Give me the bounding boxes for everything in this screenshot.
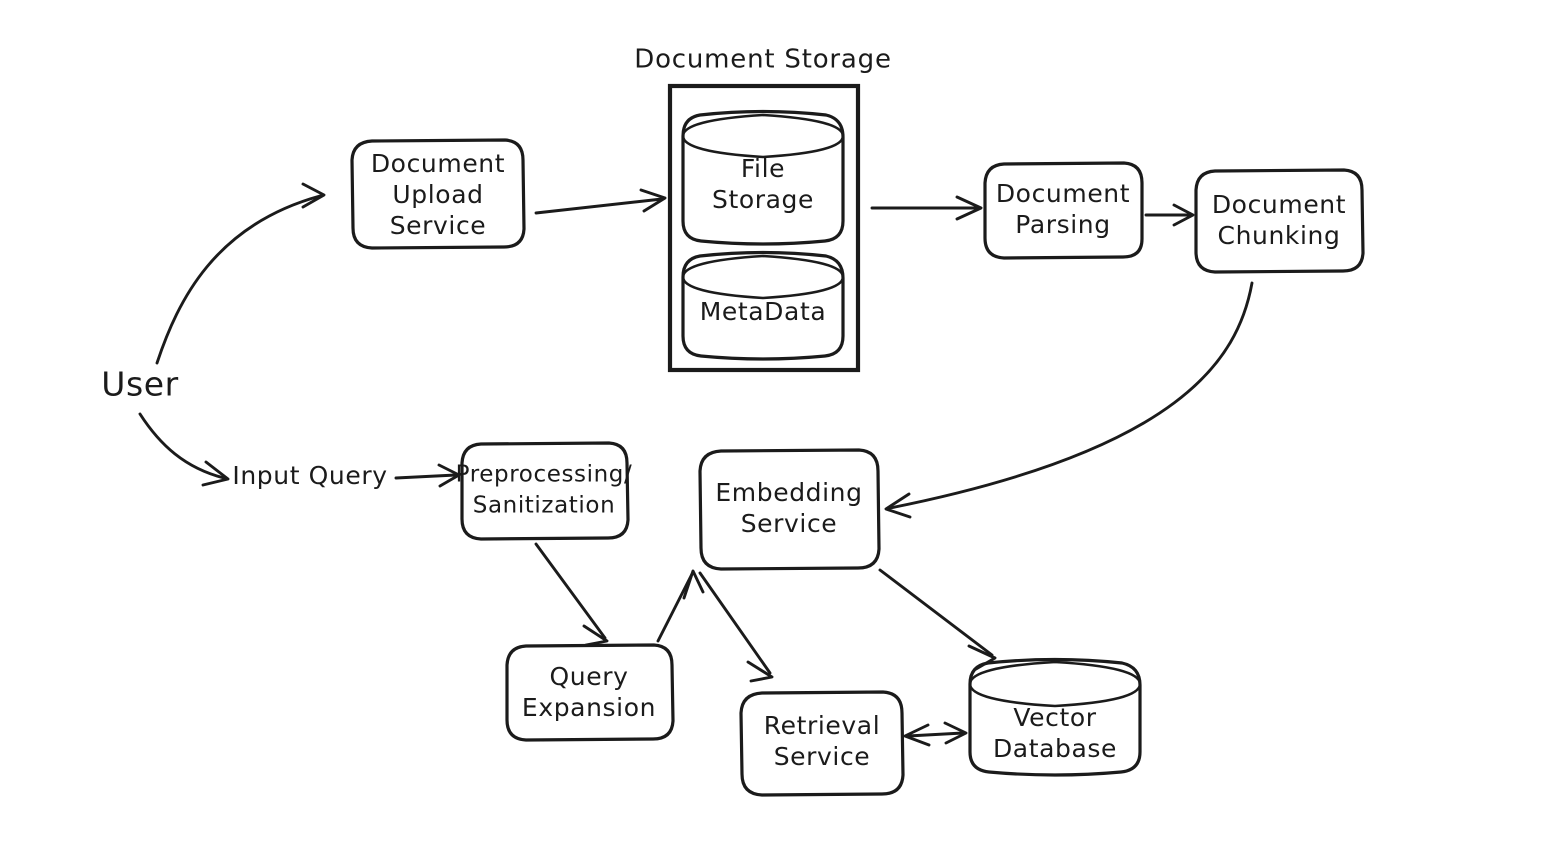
file-storage-label-line2: Storage	[712, 185, 814, 214]
edge-user-upload-arrowhead	[301, 182, 326, 209]
edge-document-storage-to-document-parsing	[870, 195, 983, 221]
embedding-service-label-line1: Embedding	[715, 478, 862, 507]
file-storage-cylinder-top	[681, 113, 845, 159]
node-preprocessing-sanitization[interactable]: Preprocessing/ Sanitization	[456, 441, 633, 541]
document-chunking-label-line2: Chunking	[1218, 221, 1341, 250]
vector-database-cylinder-top	[968, 660, 1142, 708]
embedding-service-box[interactable]	[698, 448, 881, 571]
edge-user-to-document-upload-service	[155, 182, 326, 365]
query-expansion-box[interactable]	[505, 643, 675, 742]
metadata-cylinder-top	[681, 254, 845, 300]
node-document-parsing[interactable]: Document Parsing	[983, 161, 1144, 260]
node-file-storage[interactable]: File Storage	[681, 109, 845, 246]
document-parsing-label-line1: Document	[996, 179, 1130, 208]
node-document-upload-service[interactable]: Document Upload Service	[350, 138, 526, 250]
preprocessing-sanitization-label-line1: Preprocessing/	[456, 462, 633, 488]
edge-preprocessing-queryexpansion-line	[534, 542, 607, 640]
node-embedding-service[interactable]: Embedding Service	[698, 448, 881, 571]
edge-storage-parsing-arrowhead	[955, 195, 983, 221]
edge-parsing-chunking-arrowhead	[1172, 203, 1195, 227]
edge-document-parsing-to-document-chunking	[1144, 203, 1195, 227]
document-storage-title: Document Storage	[634, 45, 892, 75]
metadata-label-line1: MetaData	[700, 297, 827, 326]
input-query-label: Input Query	[232, 461, 387, 490]
edge-queryexpansion-embedding-line	[656, 572, 694, 643]
embedding-service-label-line2: Service	[741, 509, 838, 538]
node-metadata[interactable]: MetaData	[681, 250, 845, 361]
edge-embedding-vectordb-arrowhead	[967, 644, 997, 671]
edge-retrieval-vectordb-line	[906, 731, 965, 738]
document-parsing-box[interactable]	[983, 161, 1144, 260]
edge-upload-storage-arrowhead	[639, 188, 667, 213]
edge-upload-storage-line	[534, 197, 664, 215]
edge-queryexpansion-embedding-arrowhead	[682, 569, 705, 600]
edge-chunking-embedding-line	[888, 281, 1254, 510]
document-upload-service-label-line2: Upload	[392, 180, 483, 209]
edge-retrieval-vectordb-arrowhead-right	[943, 721, 968, 745]
node-vector-database[interactable]: Vector Database	[968, 657, 1142, 777]
edge-preprocessing-to-query-expansion	[534, 542, 609, 647]
vector-database-label-line1: Vector	[1013, 703, 1096, 732]
edge-input-query-to-preprocessing	[394, 463, 461, 488]
edge-user-to-input-query	[138, 412, 230, 487]
edge-user-upload-line	[155, 194, 322, 365]
retrieval-service-label-line2: Service	[774, 742, 871, 771]
vector-database-cylinder-body[interactable]	[968, 657, 1142, 777]
edge-query-expansion-to-embedding-service	[656, 569, 705, 643]
document-chunking-box[interactable]	[1194, 168, 1365, 274]
query-expansion-label-line1: Query	[550, 662, 629, 691]
document-chunking-label-line1: Document	[1212, 190, 1346, 219]
edge-chunking-embedding-arrowhead	[884, 492, 912, 519]
retrieval-service-box[interactable]	[739, 690, 905, 797]
document-parsing-label-line2: Parsing	[1015, 210, 1110, 239]
node-document-chunking[interactable]: Document Chunking	[1194, 168, 1365, 274]
preprocessing-sanitization-label-line2: Sanitization	[473, 493, 616, 519]
file-storage-label-line1: File	[741, 154, 785, 183]
document-upload-service-label-line1: Document	[371, 149, 505, 178]
edge-user-inputquery-line	[138, 412, 226, 480]
edge-user-inputquery-arrowhead	[201, 460, 230, 487]
edge-retrieval-vectordb-arrowhead-left	[903, 723, 931, 747]
edge-document-upload-service-to-document-storage	[534, 188, 667, 215]
metadata-cylinder-body[interactable]	[681, 250, 845, 361]
document-upload-service-box[interactable]	[350, 138, 526, 250]
edge-embedding-vectordb-line	[878, 568, 994, 657]
edge-embedding-retrieval-arrowhead	[746, 660, 774, 683]
edge-embedding-service-to-retrieval-service	[698, 571, 774, 683]
edge-embedding-service-to-vector-database	[878, 568, 997, 671]
node-query-expansion[interactable]: Query Expansion	[505, 643, 675, 742]
file-storage-cylinder-body[interactable]	[681, 109, 845, 246]
edge-document-chunking-to-embedding-service	[884, 281, 1254, 519]
edge-inputquery-preprocessing-line	[394, 473, 458, 480]
query-expansion-label-line2: Expansion	[522, 693, 656, 722]
retrieval-service-label-line1: Retrieval	[764, 711, 881, 740]
edge-preprocessing-queryexpansion-arrowhead	[582, 624, 609, 647]
node-retrieval-service[interactable]: Retrieval Service	[739, 690, 905, 797]
user-label: User	[101, 365, 179, 404]
preprocessing-sanitization-box[interactable]	[460, 441, 630, 541]
document-upload-service-label-line3: Service	[390, 211, 487, 240]
edge-retrieval-service-to-vector-database	[903, 721, 968, 747]
edge-inputquery-preprocessing-arrowhead	[437, 463, 461, 488]
edge-embedding-retrieval-line	[698, 571, 772, 675]
vector-database-label-line2: Database	[993, 734, 1117, 763]
